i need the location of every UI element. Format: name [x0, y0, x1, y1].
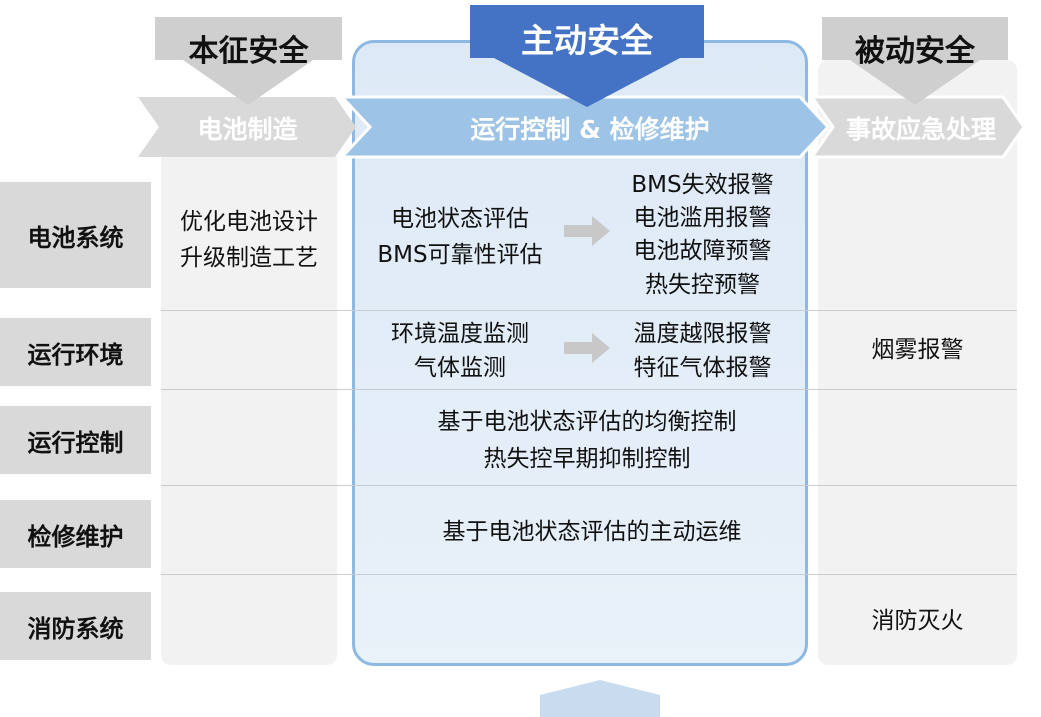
battery-state-assessment: 电池状态评估 — [391, 206, 529, 232]
balancing-control: 基于电池状态评估的均衡控制 — [437, 409, 737, 435]
row-label-environment: 运行环境 — [0, 318, 151, 386]
battery-intrinsic-line1: 优化电池设计 — [180, 209, 318, 235]
phase-operation: 运行控制 & 检修维护 — [470, 115, 710, 144]
bottom-up-arrow — [540, 680, 660, 717]
battery-abuse-alarm: 电池滥用报警 — [633, 205, 772, 231]
row-label-battery: 电池系统 — [0, 182, 151, 288]
ambient-temp-monitoring: 环境温度监测 — [391, 321, 529, 347]
row-label-maintenance: 检修维护 — [0, 500, 151, 568]
phase-band — [138, 5, 1026, 159]
emergency-chevron — [809, 95, 1026, 159]
active-header-arrow — [470, 5, 704, 107]
battery-row-arrow — [564, 216, 610, 246]
gas-monitoring: 气体监测 — [414, 355, 506, 381]
temp-overlimit-alarm: 温度越限报警 — [633, 321, 772, 347]
intrinsic-column — [161, 150, 337, 665]
manufacturing-chevron — [138, 97, 356, 157]
row-label-control: 运行控制 — [0, 406, 151, 474]
header-intrinsic: 本征安全 — [188, 34, 309, 69]
battery-intrinsic-line2: 升级制造工艺 — [180, 245, 318, 271]
row-label-fire: 消防系统 — [0, 592, 151, 660]
row-separator — [161, 389, 1017, 390]
phase-emergency: 事故应急处理 — [845, 115, 996, 144]
bms-reliability-assessment: BMS可靠性评估 — [377, 242, 543, 268]
row-separator — [161, 485, 1017, 486]
thermal-runaway-suppression: 热失控早期抑制控制 — [483, 446, 691, 472]
operation-chevron — [338, 95, 831, 159]
phase-manufacturing: 电池制造 — [197, 115, 298, 144]
fire-extinguishing: 消防灭火 — [871, 608, 964, 634]
intrinsic-header-arrow — [155, 17, 342, 105]
characteristic-gas-alarm: 特征气体报警 — [633, 355, 772, 381]
bms-failure-alarm: BMS失效报警 — [631, 172, 774, 198]
header-passive: 被动安全 — [855, 34, 975, 69]
passive-header-arrow — [822, 17, 1008, 105]
row-separator — [161, 310, 1017, 311]
header-active: 主动安全 — [521, 21, 653, 60]
smoke-alarm: 烟雾报警 — [871, 337, 964, 363]
row-separator — [161, 574, 1017, 575]
thermal-runaway-warning: 热失控预警 — [645, 272, 760, 298]
environment-row-arrow — [564, 333, 610, 363]
active-maintenance: 基于电池状态评估的主动运维 — [442, 519, 742, 545]
passive-column — [818, 60, 1017, 665]
battery-fault-warning: 电池故障预警 — [633, 238, 772, 264]
